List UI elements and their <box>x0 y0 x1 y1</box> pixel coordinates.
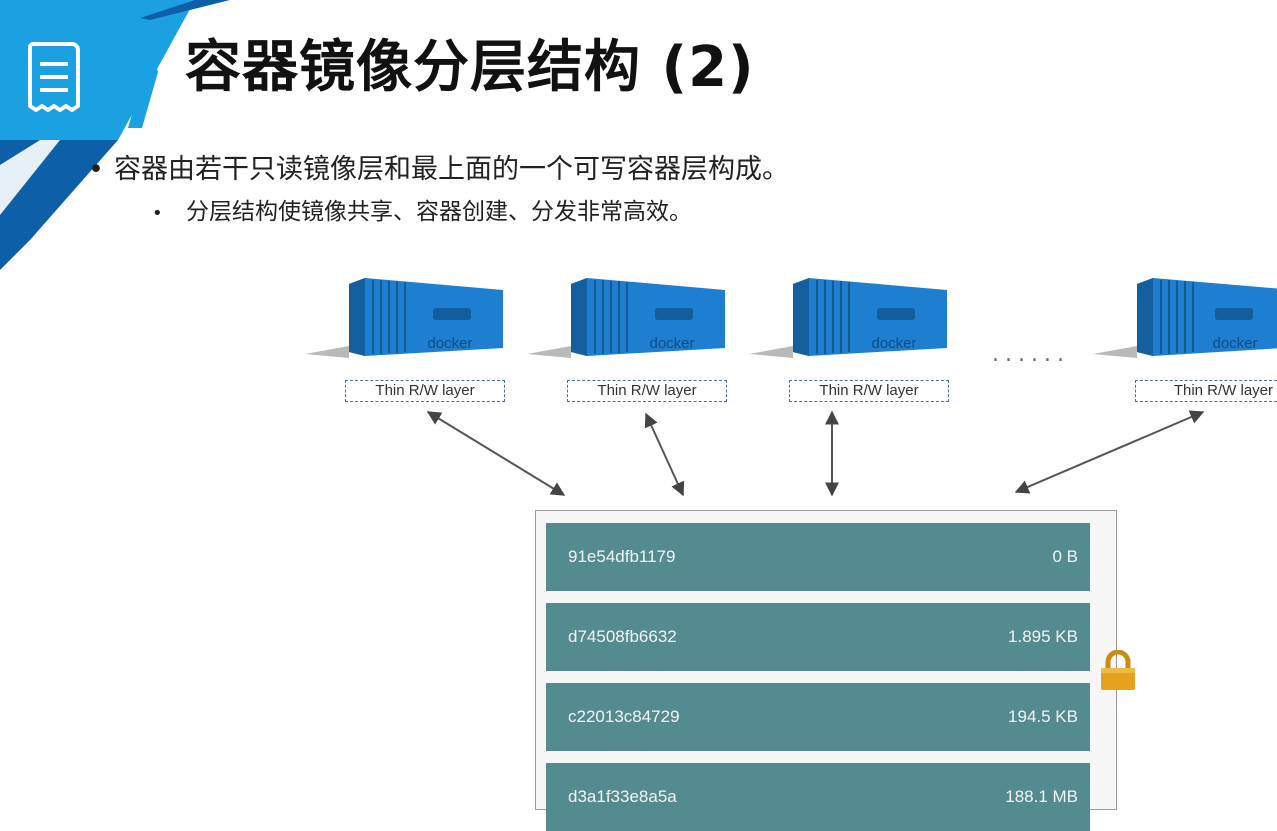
docker-wordmark: docker <box>1212 335 1257 352</box>
bullet-mark: • <box>88 154 104 185</box>
bullet-text: 容器由若干只读镜像层和最上面的一个可写容器层构成。 <box>114 154 789 185</box>
thin-rw-layer-label: Thin R/W layer <box>345 380 505 402</box>
lock-icon <box>1101 650 1135 690</box>
document-icon <box>28 42 80 112</box>
layer-id: 91e54dfb1179 <box>568 547 676 566</box>
layer-size: 194.5 KB <box>1008 707 1078 726</box>
thin-rw-layer-label: Thin R/W layer <box>789 380 949 402</box>
container-2: docker Thin R/W layer <box>527 276 727 406</box>
bullet-level-1: • 容器由若干只读镜像层和最上面的一个可写容器层构成。 <box>88 152 789 188</box>
docker-wordmark: docker <box>427 335 472 352</box>
image-layer: 91e54dfb1179 0 B <box>546 523 1090 591</box>
docker-container-icon: docker <box>305 278 503 358</box>
container-1: docker Thin R/W layer <box>305 276 505 406</box>
container-3: docker Thin R/W layer <box>749 276 949 406</box>
layer-id: d3a1f33e8a5a <box>568 787 677 806</box>
image-layer: d3a1f33e8a5a 188.1 MB <box>546 763 1090 831</box>
docker-wordmark: docker <box>649 335 694 352</box>
image-layer: d74508fb6632 1.895 KB <box>546 603 1090 671</box>
layer-size: 188.1 MB <box>1005 787 1078 806</box>
arrow-container-4 <box>1014 410 1205 494</box>
docker-container-icon: docker <box>749 278 947 358</box>
image-layer: c22013c84729 194.5 KB <box>546 683 1090 751</box>
more-containers-ellipsis: ...... <box>992 342 1070 367</box>
layer-id: d74508fb6632 <box>568 627 677 646</box>
thin-rw-layer-label: Thin R/W layer <box>1135 380 1277 402</box>
bullet-mark: • <box>152 203 163 224</box>
layer-id: c22013c84729 <box>568 707 680 726</box>
bullet-text: 分层结构使镜像共享、容器创建、分发非常高效。 <box>186 199 692 225</box>
docker-container-icon: docker <box>1093 278 1277 358</box>
arrow-container-1 <box>426 411 566 496</box>
container-4: docker Thin R/W layer <box>1093 276 1277 406</box>
docker-wordmark: docker <box>871 335 916 352</box>
slide-title: 容器镜像分层结构 (2) <box>185 35 755 100</box>
thin-rw-layer-label: Thin R/W layer <box>567 380 727 402</box>
docker-container-icon: docker <box>527 278 725 358</box>
image-layer-stack: 91e54dfb1179 0 B d74508fb6632 1.895 KB c… <box>535 510 1117 831</box>
layer-size: 1.895 KB <box>1008 627 1078 646</box>
arrow-container-2 <box>644 412 685 497</box>
layer-size: 0 B <box>1052 547 1078 566</box>
bullet-level-2: • 分层结构使镜像共享、容器创建、分发非常高效。 <box>152 196 692 230</box>
